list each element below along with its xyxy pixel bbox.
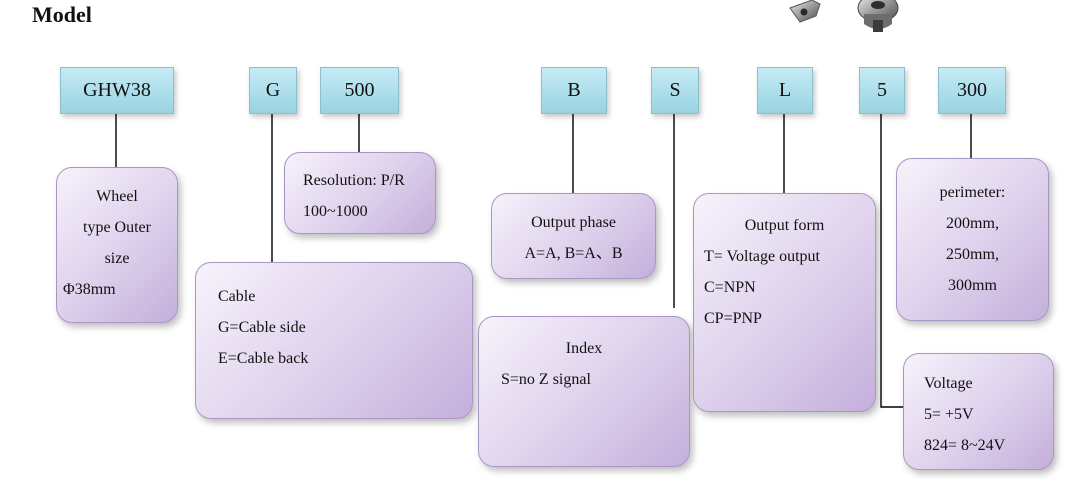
page-title: Model [32, 2, 92, 27]
code-s: S [651, 67, 699, 114]
output-line-2: T= Voltage output [704, 248, 820, 265]
code-5: 5 [859, 67, 905, 114]
code-b: B [541, 67, 607, 114]
wheel-line-2: type Outer [83, 219, 151, 236]
cable-line-3: E=Cable back [218, 350, 309, 367]
phase-box: Output phase A=A, B=A、B [491, 193, 656, 279]
wheel-line-4: Φ38mm [63, 281, 116, 298]
connector-line-5 [880, 112, 903, 408]
output-box: Output form T= Voltage output C=NPN CP=P… [693, 193, 876, 412]
index-line-2: S=no Z signal [501, 371, 591, 388]
voltage-line-1: Voltage [924, 375, 973, 392]
output-line-1: Output form [744, 217, 825, 234]
perimeter-line-3: 250mm, [946, 246, 999, 263]
encoder-wheel-photo-icon [789, 0, 899, 32]
code-ghw38: GHW38 [60, 67, 174, 114]
code-l: L [757, 67, 813, 114]
code-g: G [249, 67, 297, 114]
voltage-line-2: 5= +5V [924, 406, 974, 423]
output-line-4: CP=PNP [704, 310, 762, 327]
resolution-box: Resolution: P/R 100~1000 [284, 152, 436, 234]
resolution-line-1: Resolution: P/R [303, 172, 405, 189]
perimeter-box: perimeter: 200mm, 250mm, 300mm [896, 158, 1049, 321]
code-500: 500 [320, 67, 399, 114]
cable-line-2: G=Cable side [218, 319, 306, 336]
phase-line-1: Output phase [531, 214, 616, 231]
resolution-line-2: 100~1000 [303, 203, 368, 220]
perimeter-line-2: 200mm, [946, 215, 999, 232]
code-300: 300 [938, 67, 1006, 114]
index-box: Index S=no Z signal [478, 316, 690, 467]
cable-line-1: Cable [218, 288, 256, 305]
wheel-box: Wheel type Outer size Φ38mm [56, 167, 178, 323]
output-line-3: C=NPN [704, 279, 756, 296]
perimeter-line-1: perimeter: [939, 184, 1006, 201]
cable-box: Cable G=Cable side E=Cable back [195, 262, 473, 419]
index-line-1: Index [565, 340, 603, 357]
phase-line-2: A=A, B=A、B [524, 245, 623, 262]
voltage-line-3: 824= 8~24V [924, 437, 1006, 454]
perimeter-line-4: 300mm [948, 277, 997, 294]
wheel-line-1: Wheel [96, 188, 138, 205]
voltage-box: Voltage 5= +5V 824= 8~24V [903, 353, 1054, 470]
wheel-line-3: size [104, 250, 130, 267]
